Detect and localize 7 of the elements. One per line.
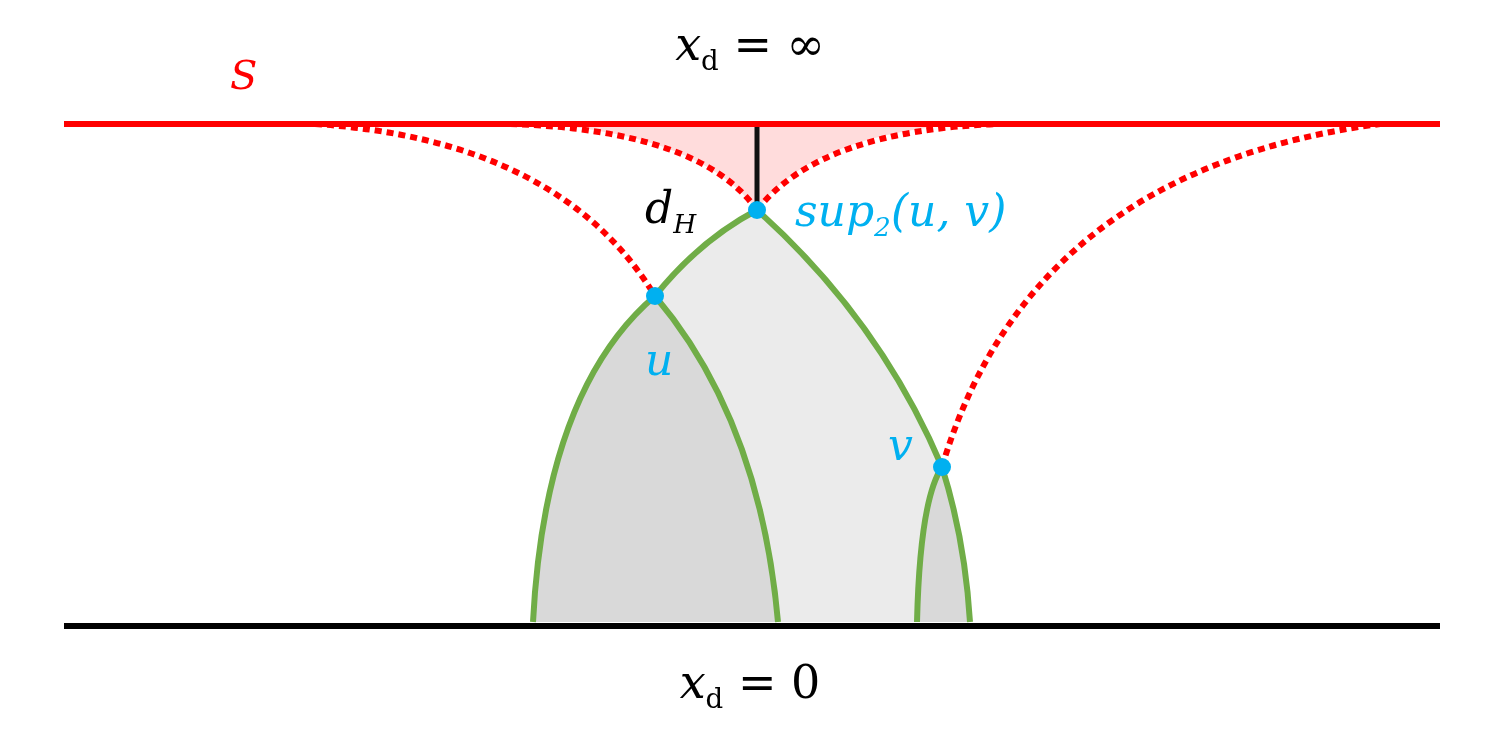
point-label: sup$_{2}$(u, v): [795, 189, 1007, 241]
top-boundary-label: x$_{d}$ = ∞: [675, 21, 825, 75]
point-label: v: [888, 423, 913, 467]
bottom-boundary-label: x$_{d}$ = 0: [679, 659, 821, 713]
set-label: S: [230, 55, 258, 95]
distance-label: d$_{H}$: [645, 186, 697, 238]
point-label: u: [645, 338, 674, 382]
